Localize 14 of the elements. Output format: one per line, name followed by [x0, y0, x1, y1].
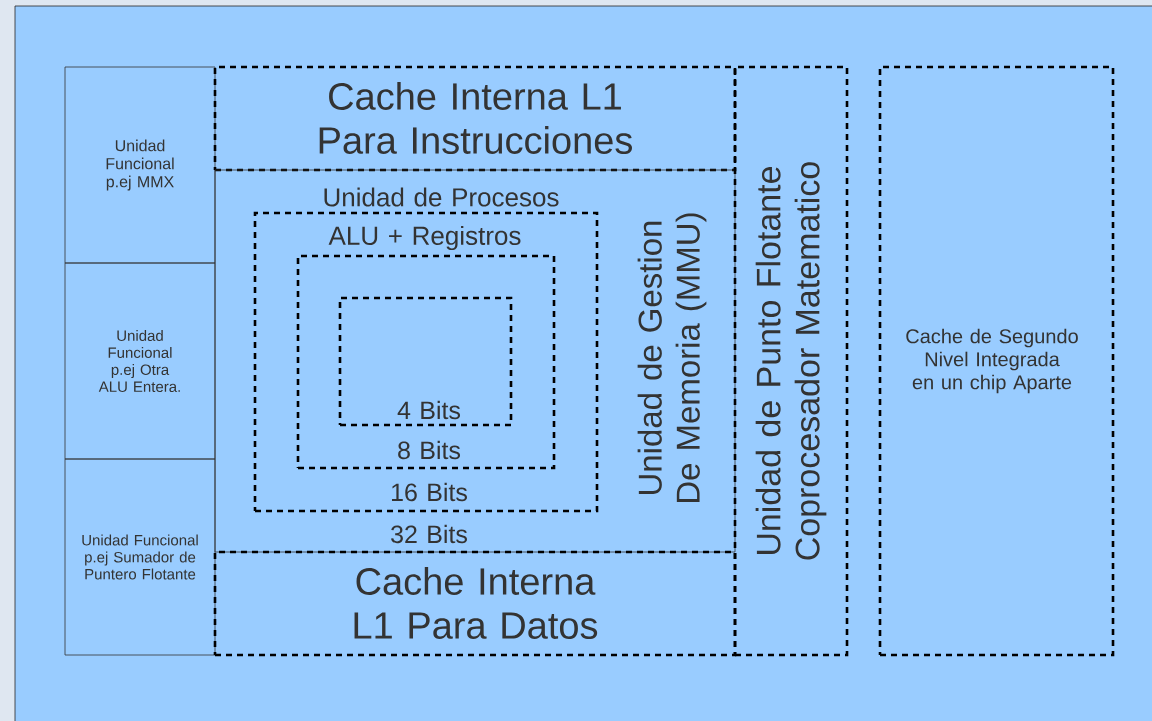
box-label: ALU + Registros: [328, 225, 521, 251]
box-label: Unidad Funcional p.ej MMX: [106, 139, 174, 191]
box-label: Unidad Funcional p.ej Otra ALU Entera.: [98, 330, 180, 392]
box-label: Unidad de Procesos: [324, 187, 559, 207]
box-label: 32 Bits: [391, 524, 467, 544]
box-label: Cache de Segundo Nivel Integrada en un chip Aparte: [906, 328, 1078, 394]
box-label: 16 Bits: [392, 482, 467, 502]
box-label: Unidad Funcional p.ej Sumador de Puntero Flotante: [82, 534, 198, 580]
box-label: 8 Bits: [398, 440, 461, 460]
box-label: Cache Interna L1 Para Datos: [354, 567, 598, 639]
box-label: Unidad de Gestion De Memoria (MMU): [637, 213, 707, 502]
box-label: Unidad de Punto Flotante Coprocesador Matematico: [755, 162, 827, 560]
box-label: 4 Bits: [397, 400, 461, 420]
box-label: Cache Interna L1 Para Instrucciones: [319, 82, 632, 154]
